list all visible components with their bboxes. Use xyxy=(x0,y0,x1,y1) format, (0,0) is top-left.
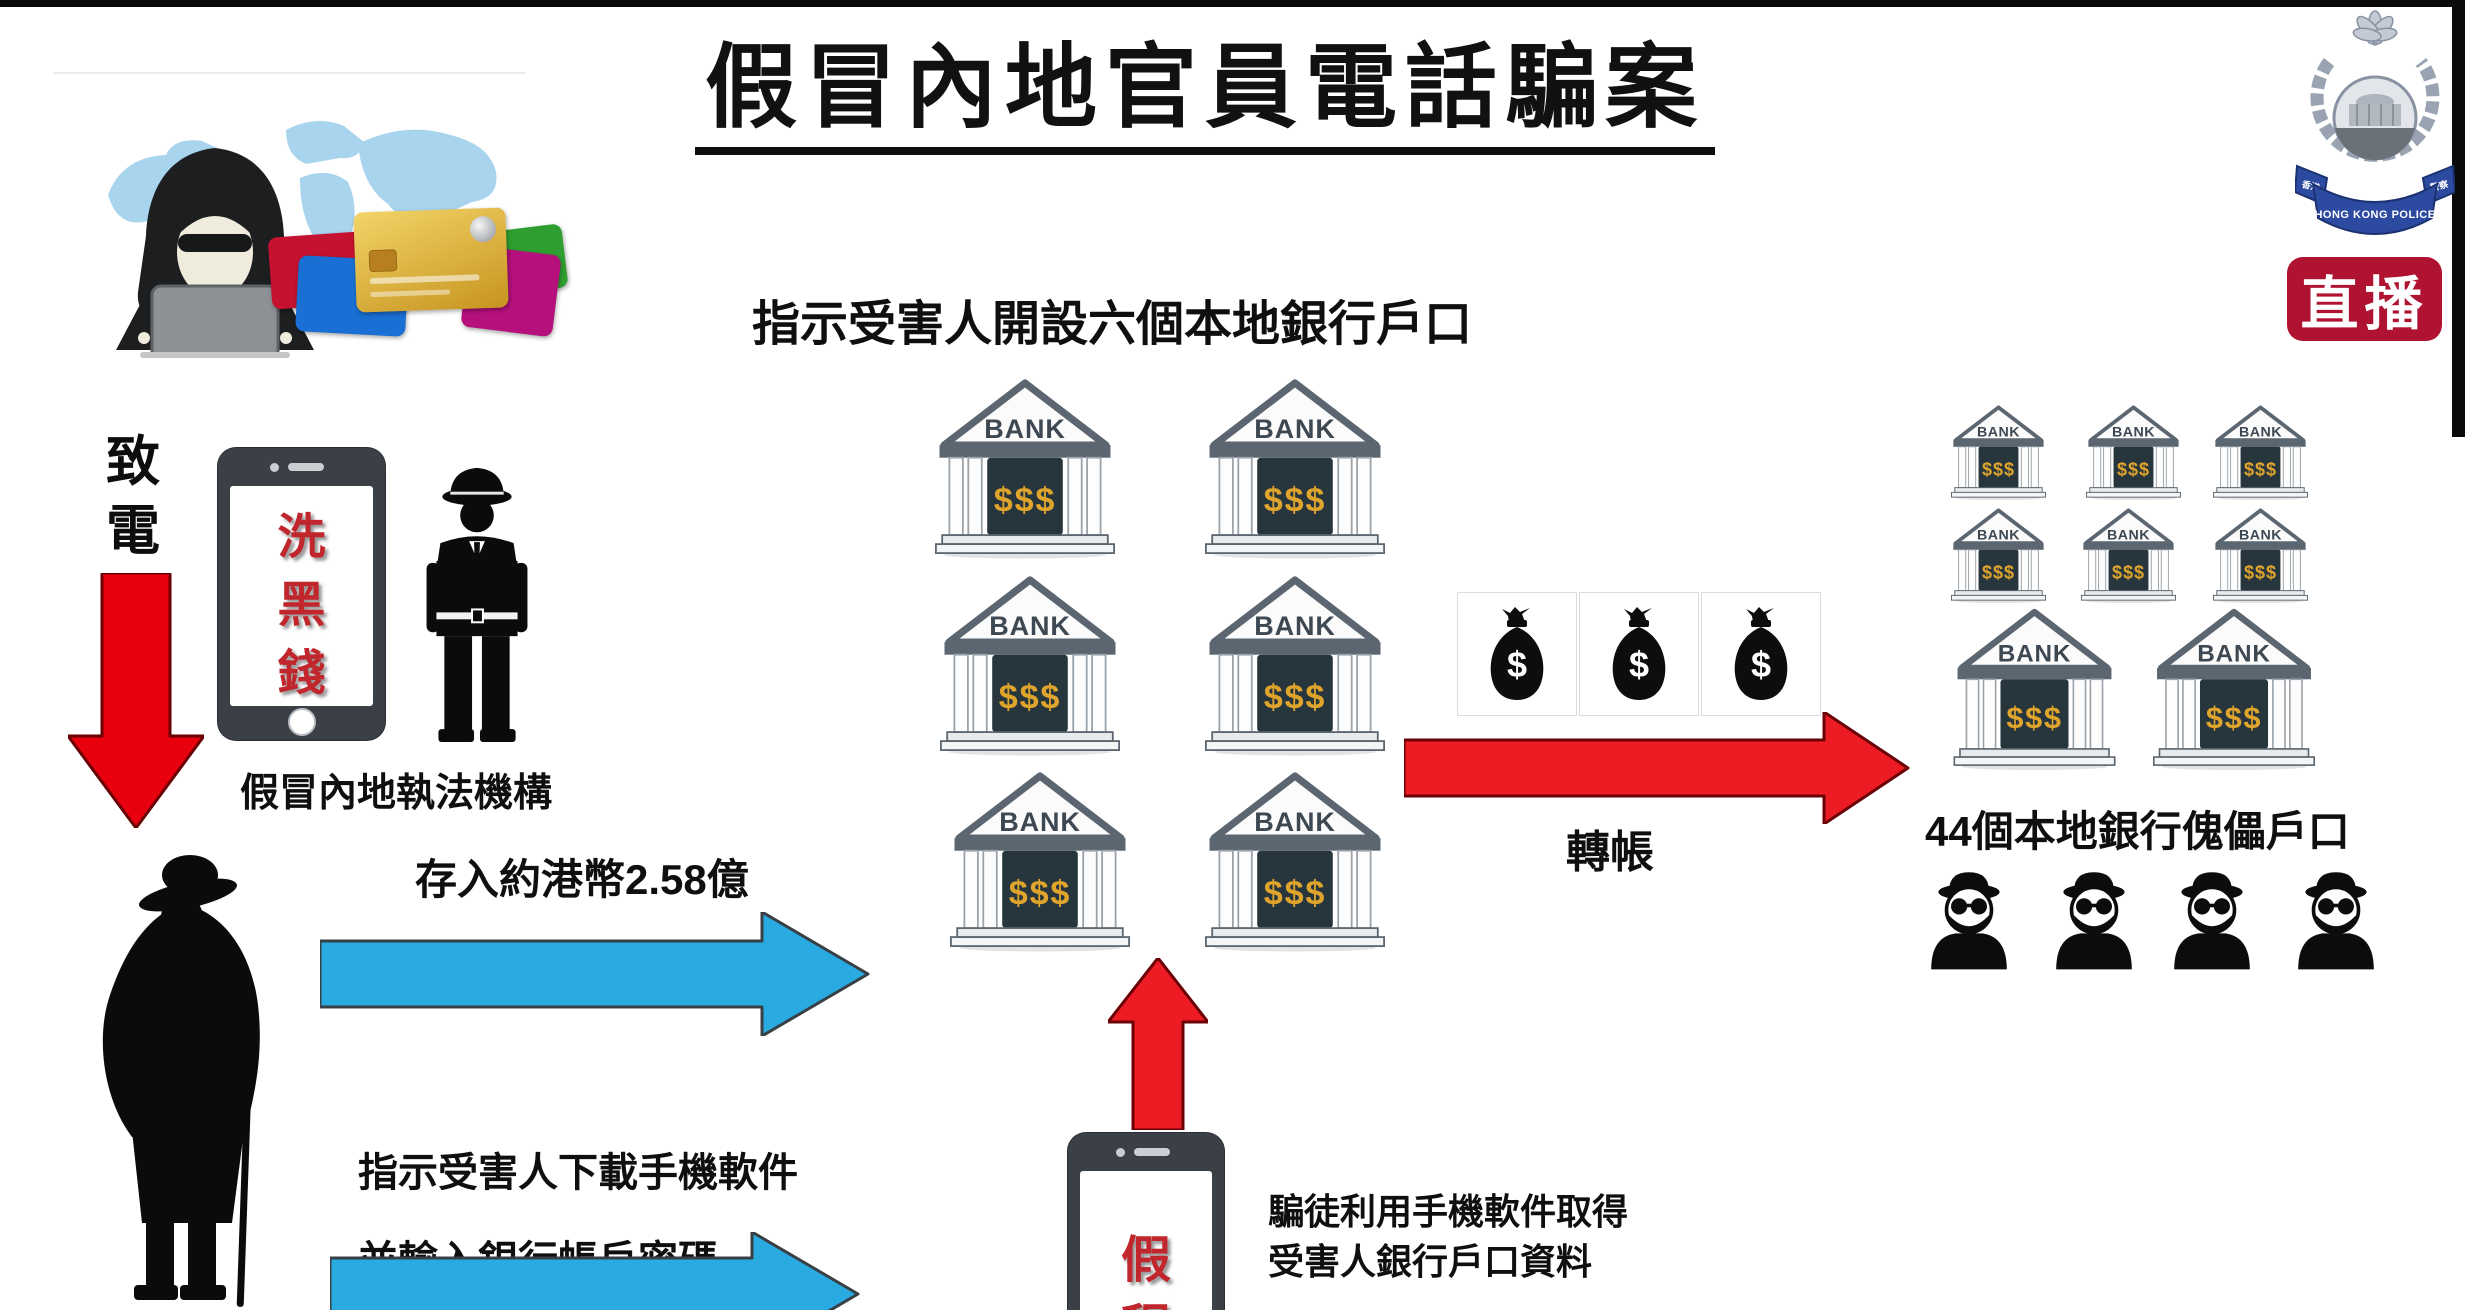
bank-icon: BANK $$$ xyxy=(1205,772,1385,952)
svg-text:BANK: BANK xyxy=(1977,527,2020,543)
phone-screen: 假程 xyxy=(1080,1171,1212,1310)
svg-text:$$$: $$$ xyxy=(1264,679,1326,717)
card-number-line xyxy=(369,274,480,285)
svg-text:$$$: $$$ xyxy=(2244,459,2277,479)
phone-home-button xyxy=(287,708,316,736)
bank-icon: BANK $$$ xyxy=(2081,508,2176,603)
svg-text:$: $ xyxy=(1751,644,1771,685)
transfer-label: 轉帳 xyxy=(1566,828,1654,877)
svg-text:BANK: BANK xyxy=(1254,807,1336,837)
deposit-label: 存入約港幣2.58億 xyxy=(415,856,749,903)
svg-text:BANK: BANK xyxy=(1998,640,2071,667)
decorative-line xyxy=(53,72,525,74)
svg-text:BANK: BANK xyxy=(1977,424,2020,440)
bank-icon: BANK $$$ xyxy=(1205,576,1385,756)
svg-text:BANK: BANK xyxy=(2197,640,2270,667)
call-arrow xyxy=(68,573,204,828)
svg-text:BANK: BANK xyxy=(984,414,1066,444)
svg-text:$$$: $$$ xyxy=(1982,459,2015,479)
svg-text:$$$: $$$ xyxy=(1264,875,1326,913)
svg-text:BANK: BANK xyxy=(989,611,1071,641)
bank-icon: BANK $$$ xyxy=(950,772,1130,952)
bank-icon: BANK $$$ xyxy=(1951,508,2046,603)
card-name-line xyxy=(370,289,451,298)
bank-icon: BANK $$$ xyxy=(935,379,1115,559)
live-badge-text: 直播 xyxy=(2300,272,2429,337)
bank-icon: BANK $$$ xyxy=(940,576,1120,756)
masked-account-holder-icon xyxy=(1931,872,2007,970)
data-upload-arrow xyxy=(1108,958,1208,1130)
app-note-line2: 受害人銀行戶口資料 xyxy=(1268,1241,1593,1282)
live-badge: 直播 xyxy=(2287,257,2442,341)
masked-account-holder-icon xyxy=(2056,872,2132,970)
phone-screen: 洗黑錢 xyxy=(230,486,373,706)
app-note-line1: 騙徒利用手機軟件取得 xyxy=(1268,1191,1629,1232)
logo-banner xyxy=(2311,182,2439,235)
money-bag-icon: $ xyxy=(1490,607,1544,700)
svg-text:$: $ xyxy=(1507,644,1527,685)
svg-text:BANK: BANK xyxy=(1254,414,1336,444)
phone-speaker xyxy=(1134,1148,1170,1156)
transfer-arrow xyxy=(1404,712,1910,824)
svg-text:$$$: $$$ xyxy=(2206,700,2262,735)
svg-text:$$$: $$$ xyxy=(1009,875,1071,913)
svg-text:$$$: $$$ xyxy=(994,482,1056,520)
frame-right-bar xyxy=(2452,0,2465,437)
hacker-icon xyxy=(116,148,314,358)
money-bag-icon: $ xyxy=(1612,607,1666,700)
card-hologram xyxy=(469,215,497,243)
money-bag-cell: $ xyxy=(1457,592,1577,716)
money-bag-icon: $ xyxy=(1734,607,1788,700)
svg-text:BANK: BANK xyxy=(2107,527,2150,543)
deposit-arrow xyxy=(320,912,870,1036)
money-bag-cell: $ xyxy=(1579,592,1699,716)
agency-label: 假冒內地執法機構 xyxy=(240,772,553,815)
svg-text:$$$: $$$ xyxy=(2244,562,2277,582)
masked-account-holder-icon xyxy=(2298,872,2374,970)
police-officer-icon xyxy=(426,467,528,743)
puppet-accounts-label: 44個本地銀行傀儡戶口 xyxy=(1925,808,2350,855)
svg-text:BANK: BANK xyxy=(2239,424,2282,440)
bank-icon: BANK $$$ xyxy=(1953,608,2116,770)
svg-text:$$$: $$$ xyxy=(2112,562,2145,582)
bank-icon: BANK $$$ xyxy=(1951,405,2046,500)
svg-text:BANK: BANK xyxy=(999,807,1081,837)
phone-speaker xyxy=(288,463,324,471)
frame-top-bar xyxy=(0,0,2465,7)
svg-text:$$$: $$$ xyxy=(1982,562,2015,582)
svg-text:BANK: BANK xyxy=(1254,611,1336,641)
password-arrow xyxy=(330,1232,860,1310)
page-title-text: 假冒內地官員電話騙案 xyxy=(694,40,1715,155)
hacker-graphic xyxy=(35,52,569,362)
logo-banner-text: HONG KONG POLICE xyxy=(2314,209,2435,221)
svg-text:$$$: $$$ xyxy=(2006,700,2062,735)
call-label: 致電 xyxy=(106,432,160,561)
bank-icon: BANK $$$ xyxy=(2213,508,2308,603)
phone-fake-app: 假程 xyxy=(1068,1133,1224,1310)
bank-icon: BANK $$$ xyxy=(1205,379,1385,559)
bank-icon: BANK $$$ xyxy=(2153,608,2315,770)
money-bag-cell: $ xyxy=(1701,592,1821,716)
credit-card-gold xyxy=(353,207,509,313)
svg-text:$$$: $$$ xyxy=(2117,459,2150,479)
instruct-line1: 指示受害人下載手機軟件 xyxy=(358,1151,798,1195)
bank-icon: BANK $$$ xyxy=(2086,405,2181,500)
svg-text:$$$: $$$ xyxy=(1264,482,1326,520)
page-title: 假冒內地官員電話騙案 xyxy=(650,40,1760,155)
police-logo: 香港 警察 HONG KONG POLICE xyxy=(2295,10,2455,235)
masked-account-holder-icon xyxy=(2174,872,2250,970)
card-chip xyxy=(368,249,398,273)
svg-text:$: $ xyxy=(1629,644,1649,685)
svg-text:BANK: BANK xyxy=(2239,527,2282,543)
svg-text:$$$: $$$ xyxy=(999,679,1061,717)
elderly-victim-icon xyxy=(102,855,260,1307)
phone-screen-text: 洗黑錢 xyxy=(277,511,326,701)
svg-text:BANK: BANK xyxy=(2112,424,2155,440)
phone-camera-dot xyxy=(1116,1148,1125,1157)
phone-money-laundering: 洗黑錢 xyxy=(218,448,385,740)
center-heading: 指示受害人開設六個本地銀行戶口 xyxy=(752,298,1473,351)
fake-app-text: 假程 xyxy=(1121,1232,1171,1310)
bank-icon: BANK $$$ xyxy=(2213,405,2308,500)
phone-camera-dot xyxy=(270,463,279,472)
